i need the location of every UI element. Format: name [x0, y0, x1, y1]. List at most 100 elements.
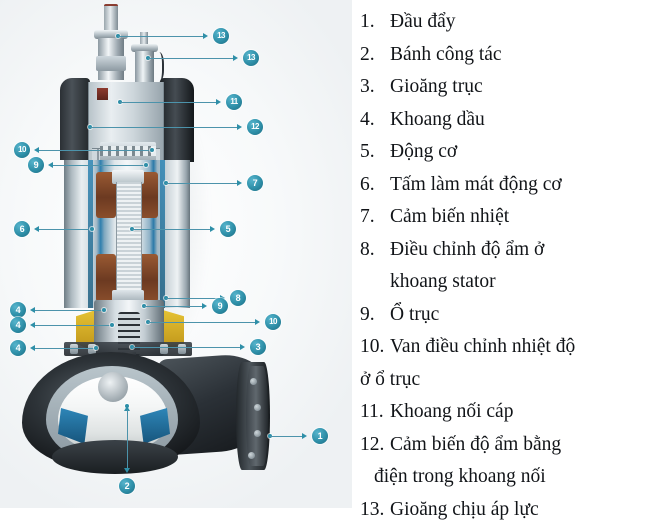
legend-number: 11.: [360, 396, 390, 429]
callout-anchor-6: [90, 227, 94, 231]
callout-anchor-9-left: [144, 163, 148, 167]
callout-leader-4b: [35, 325, 112, 326]
legend-item-5: 5. Động cơ: [360, 136, 642, 169]
callout-badge-10-right[interactable]: 10: [265, 314, 281, 330]
callout-arrow-12: [237, 124, 242, 130]
housing-shell-right: [160, 78, 194, 162]
legend-label: Động cơ: [390, 136, 642, 169]
parts-legend-list: 1. Đầu đẩy 2. Bánh công tác 3. Gioăng tr…: [360, 6, 642, 506]
callout-badge-13b[interactable]: 13: [243, 50, 259, 66]
callout-badge-10-left[interactable]: 10: [14, 142, 30, 158]
legend-number: 12.: [360, 429, 390, 462]
callout-badge-11[interactable]: 11: [226, 94, 242, 110]
legend-label: Van điều chỉnh nhiệt độ: [390, 331, 642, 364]
flange-bolt-hole: [248, 452, 255, 459]
legend-number: 4.: [360, 104, 390, 137]
callout-badge-6[interactable]: 6: [14, 221, 30, 237]
legend-label-continuation-8: khoang stator: [360, 266, 642, 299]
legend-number: 10.: [360, 331, 390, 364]
legend-label: Khoang dầu: [390, 104, 642, 137]
callout-badge-7[interactable]: 7: [247, 175, 263, 191]
callout-badge-4a[interactable]: 4: [10, 302, 26, 318]
legend-item-8: 8. Điều chỉnh độ ẩm ở: [360, 234, 642, 267]
callout-leader-4c: [35, 348, 96, 349]
casing-bolt: [178, 344, 186, 354]
terminal-block-icon: [97, 88, 108, 100]
callout-leader-3: [132, 347, 240, 348]
callout-leader-10-left: [39, 150, 152, 151]
legend-item-10: 10. Van điều chỉnh nhiệt độ: [360, 331, 642, 364]
callout-badge-2[interactable]: 2: [119, 478, 135, 494]
top-cap-stem: [104, 6, 118, 32]
callout-leader-1: [270, 436, 302, 437]
callout-badge-8[interactable]: 8: [230, 290, 246, 306]
callout-badge-12[interactable]: 12: [247, 119, 263, 135]
callout-leader-8: [166, 298, 220, 299]
callout-leader-13a: [118, 36, 206, 37]
callout-leader-5: [132, 229, 210, 230]
legend-label-continuation-12: điện trong khoang nối: [360, 461, 642, 494]
callout-leader-4a: [35, 310, 104, 311]
pump-cutaway-illustration: 13 13 11 12 10 9 7 6: [0, 0, 352, 508]
callout-badge-3[interactable]: 3: [250, 339, 266, 355]
callout-anchor-4a: [102, 308, 106, 312]
legend-number: 2.: [360, 39, 390, 72]
casing-bolt: [160, 344, 168, 354]
casing-bolt: [70, 344, 78, 354]
callout-arrow-3: [240, 344, 245, 350]
callout-anchor-4b: [110, 323, 114, 327]
legend-item-13: 13. Gioăng chịu áp lực: [360, 494, 642, 526]
callout-badge-9-right[interactable]: 9: [212, 298, 228, 314]
callout-badge-9-left[interactable]: 9: [28, 157, 44, 173]
legend-item-11: 11. Khoang nối cáp: [360, 396, 642, 429]
callout-leader-10-right: [148, 322, 255, 323]
legend-number: 6.: [360, 169, 390, 202]
legend-item-12: 12. Cảm biến độ ẩm bằng: [360, 429, 642, 462]
housing-shell-left: [60, 78, 90, 160]
callout-arrow-13a: [203, 33, 208, 39]
callout-leader-9-right: [144, 306, 202, 307]
callout-badge-1[interactable]: 1: [312, 428, 328, 444]
legend-label: Tấm làm mát động cơ: [390, 169, 642, 202]
legend-label-continuation-10: ở ổ trục: [360, 364, 642, 397]
callout-arrow-10-right: [255, 319, 260, 325]
callout-leader-9-left: [53, 165, 146, 166]
legend-label: Điều chỉnh độ ẩm ở: [390, 234, 642, 267]
callout-anchor-4c: [94, 346, 98, 350]
legend-item-9: 9. Ổ trục: [360, 299, 642, 332]
cooling-jacket-rib-left: [88, 160, 93, 308]
callout-arrow-13b: [233, 55, 238, 61]
legend-item-7: 7. Cảm biến nhiệt: [360, 201, 642, 234]
callout-badge-4b[interactable]: 4: [10, 317, 26, 333]
legend-label: Ổ trục: [390, 299, 642, 332]
legend-number: 1.: [360, 6, 390, 39]
callout-arrow-2-down: [124, 468, 130, 473]
legend-label: Gioăng chịu áp lực: [390, 494, 642, 526]
callout-arrow-5: [210, 226, 215, 232]
legend-item-6: 6. Tấm làm mát động cơ: [360, 169, 642, 202]
legend-label: Gioăng trục: [390, 71, 642, 104]
legend-label: Đầu đẩy: [390, 6, 642, 39]
callout-leader-6: [39, 229, 94, 230]
flange-bolt-hole: [254, 404, 261, 411]
impeller-hub: [98, 372, 128, 402]
legend-number: 3.: [360, 71, 390, 104]
legend-number: 8.: [360, 234, 390, 267]
legend-item-3: 3. Gioăng trục: [360, 71, 642, 104]
bearing-roller-row: [100, 146, 156, 156]
callout-leader-13b: [148, 58, 236, 59]
callout-badge-13a[interactable]: 13: [213, 28, 229, 44]
callout-badge-5[interactable]: 5: [220, 221, 236, 237]
legend-number: 5.: [360, 136, 390, 169]
legend-item-1: 1. Đầu đẩy: [360, 6, 642, 39]
callout-leader-7: [166, 183, 237, 184]
callout-arrow-9-right: [202, 303, 207, 309]
legend-item-2: 2. Bánh công tác: [360, 39, 642, 72]
rotor-laminations: [116, 182, 142, 292]
pump-base-ring: [52, 440, 178, 474]
callout-badge-4c[interactable]: 4: [10, 340, 26, 356]
flange-bolt-hole: [250, 378, 257, 385]
callout-leader-2: [127, 410, 128, 468]
legend-number: 7.: [360, 201, 390, 234]
flange-bolt-hole: [254, 430, 261, 437]
